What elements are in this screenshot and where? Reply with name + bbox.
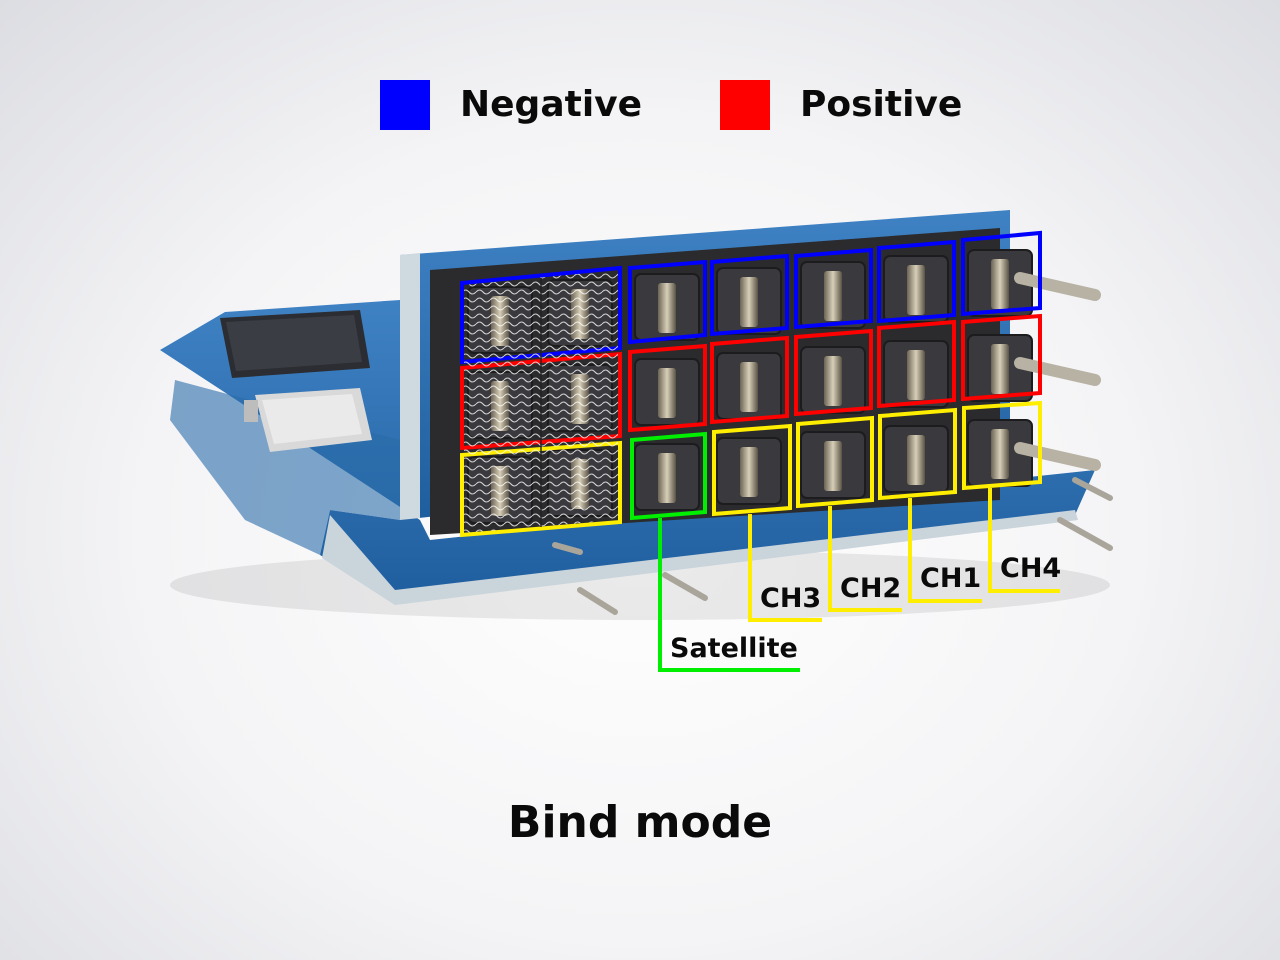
header-pin [658,283,676,333]
ch1-leader [908,498,982,603]
negative-legend-swatch [380,80,430,130]
positive-legend-label: Positive [800,84,963,125]
bind-jumper-hatch [464,270,618,533]
header-pin [824,356,842,406]
pin-protrusion [1014,442,1101,471]
header-pin [740,277,758,327]
positive-legend-swatch [720,80,770,130]
header-pin [907,265,925,315]
ch1-label: CH1 [920,563,982,594]
negative-legend-label: Negative [460,84,643,125]
header-pin [740,362,758,412]
caption: Bind mode [507,797,773,848]
header-pin [658,453,676,503]
pin-highlights [460,230,1042,538]
ch2-leader [828,506,902,612]
ch2-label: CH2 [840,573,902,604]
header-pin [740,447,758,497]
ch3-leader [748,514,822,622]
header-pin [907,435,925,485]
ch3-label: CH3 [760,583,822,614]
positive-row-highlight [460,313,1042,451]
header-pin [824,271,842,321]
callout-leaders [658,488,1060,672]
header-pin [658,368,676,418]
header-pin [991,429,1009,479]
satellite-leader [658,518,800,672]
satellite-label: Satellite [670,633,798,664]
pin-legs [552,477,1113,615]
ch4-label: CH4 [1000,553,1062,584]
header-pin [824,441,842,491]
negative-row-highlight [460,230,1042,365]
header-pin [907,350,925,400]
satellite-pin-highlight [630,431,707,521]
header-pin [991,344,1009,394]
header-pin [991,259,1009,309]
pin-protrusion [1014,357,1101,386]
signal-row-highlight [460,400,1042,538]
ch4-leader [988,488,1060,593]
receiver-board [160,300,1095,605]
pin-protrusion [1014,272,1101,301]
